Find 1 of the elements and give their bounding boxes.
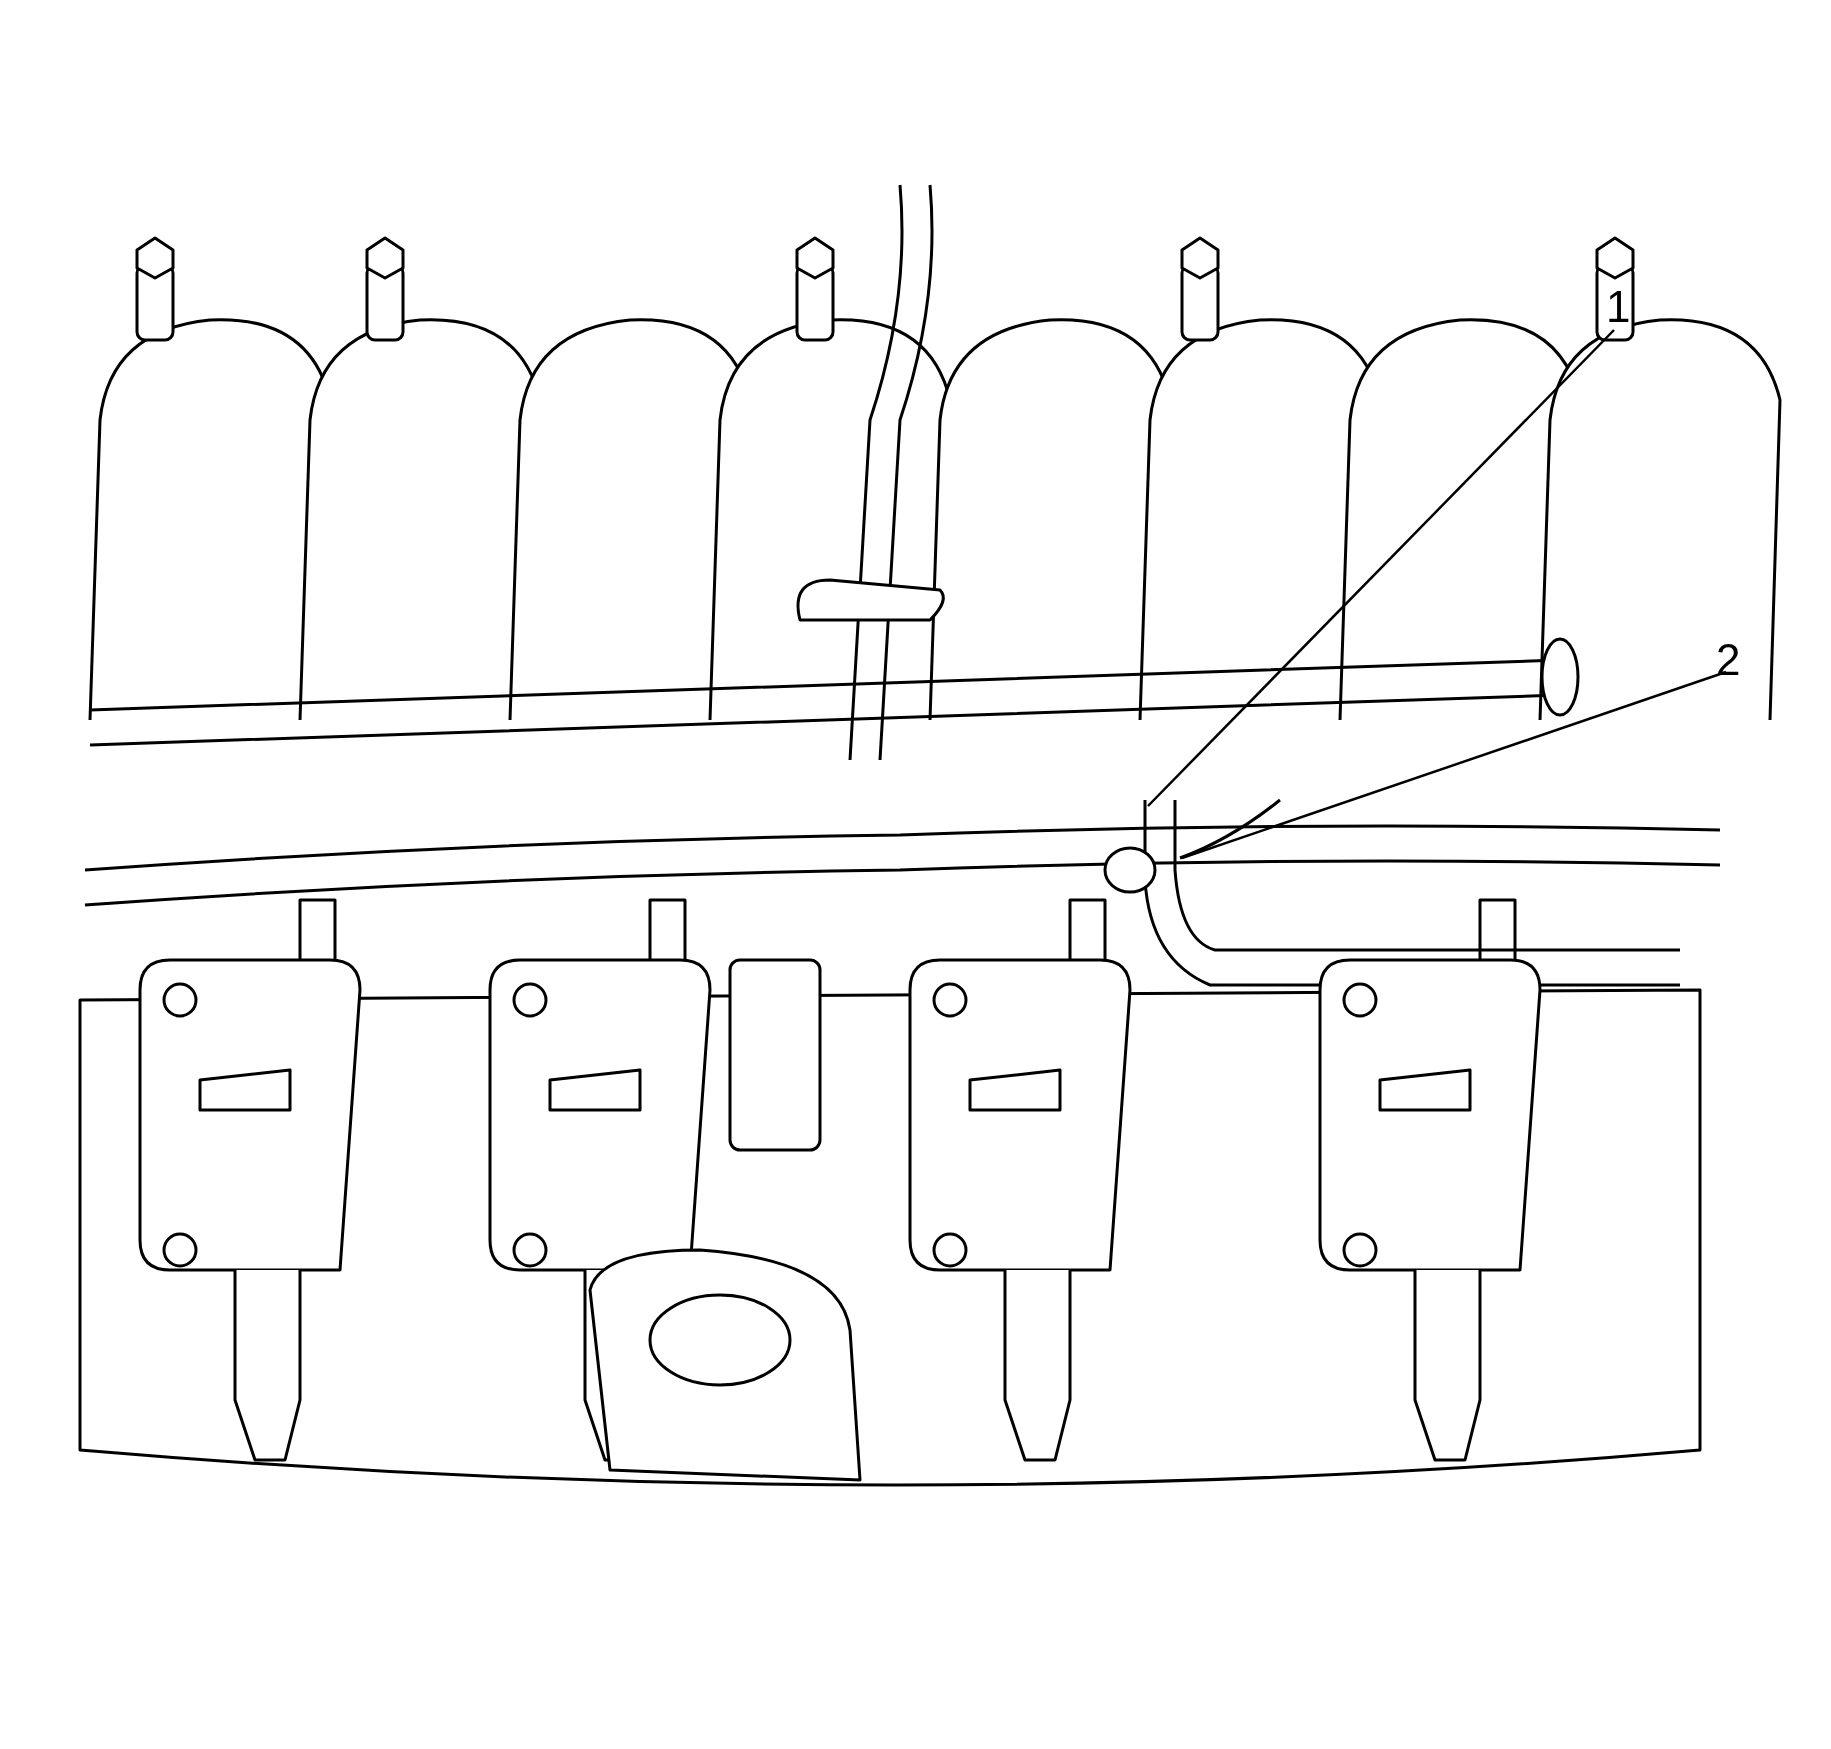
leader-line (1147, 329, 1615, 807)
